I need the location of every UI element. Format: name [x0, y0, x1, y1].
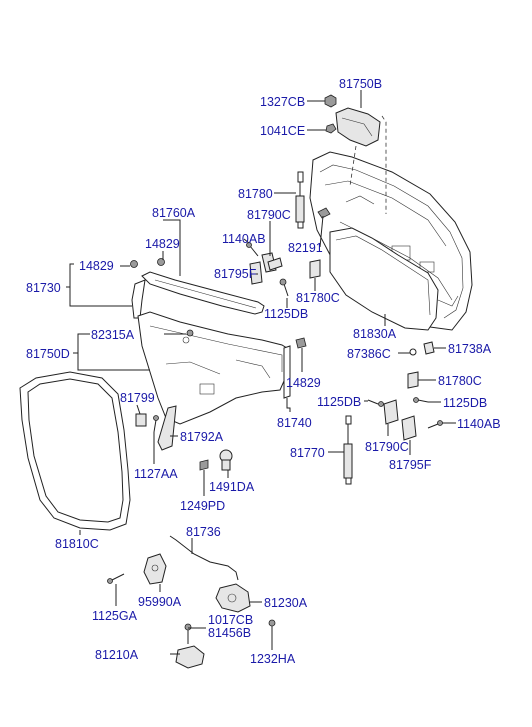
label-81780: 81780	[238, 187, 273, 201]
bracket-81780c-top	[309, 259, 321, 279]
label-81792a: 81792A	[180, 430, 224, 444]
label-95990a: 95990A	[138, 595, 182, 609]
label-81456b: 81456B	[208, 626, 251, 640]
latch-81230a	[215, 583, 251, 613]
label-14829-a: 14829	[145, 237, 180, 251]
label-81760a: 81760A	[152, 206, 196, 220]
pad-81799	[135, 413, 147, 427]
label-1125ga: 1125GA	[92, 609, 138, 623]
screw-1127aa	[153, 415, 159, 433]
label-82191: 82191	[288, 241, 323, 255]
label-1232ha: 1232HA	[250, 652, 296, 666]
bolt-1249pd	[199, 459, 209, 478]
outside-handle-81750b	[335, 107, 387, 214]
label-81780c-right: 81780C	[438, 374, 482, 388]
label-81750b: 81750B	[339, 77, 382, 91]
bolt-1232ha	[268, 619, 276, 640]
clip-87386c	[409, 348, 417, 356]
label-1127aa: 1127AA	[134, 467, 178, 481]
bolt-1125db-right	[413, 397, 429, 403]
pull-handle-81792a	[157, 405, 177, 451]
label-81790c-top: 81790C	[247, 208, 291, 222]
bolt-1125db-mid	[367, 399, 384, 407]
cap-1491da	[219, 449, 233, 471]
label-1017cb: 1017CB	[208, 613, 253, 627]
bracket-81795f-top	[249, 261, 263, 285]
bolt-1140ab-right	[427, 420, 443, 429]
label-1125db-top: 1125DB	[264, 307, 308, 321]
label-81810c: 81810C	[55, 537, 99, 551]
actuator-95990a	[143, 553, 167, 585]
leader-lines	[66, 90, 456, 655]
label-81736: 81736	[186, 525, 221, 539]
label-1140ab-top: 1140AB	[222, 232, 266, 246]
part-number-labels: 81750B 1327CB 1041CE 81780 81760A 81790C…	[26, 77, 501, 666]
label-81795f-right: 81795F	[389, 458, 432, 472]
label-81750d: 81750D	[26, 347, 70, 361]
label-1140ab-right: 1140AB	[457, 417, 501, 431]
clip-82191	[317, 207, 331, 219]
gas-strut-81780	[295, 171, 305, 229]
label-81230a: 81230A	[264, 596, 308, 610]
clip-14829-b	[130, 260, 138, 268]
label-81780c-top: 81780C	[296, 291, 340, 305]
gas-strut-81770	[343, 415, 353, 485]
clip-14829-a	[157, 258, 165, 266]
label-1327cb: 1327CB	[260, 95, 305, 109]
label-81740: 81740	[277, 416, 312, 430]
label-1125db-mid: 1125DB	[317, 395, 361, 409]
side-trim-81730	[131, 279, 146, 319]
label-1491da: 1491DA	[209, 480, 255, 494]
label-14829-c: 14829	[286, 376, 321, 390]
inner-trim-81750d	[137, 311, 291, 425]
clip-14829-c	[295, 337, 307, 349]
bolt-1140ab-top	[246, 242, 259, 257]
label-1249pd: 1249PD	[180, 499, 225, 513]
screw-1125ga	[107, 573, 125, 584]
nut-1327cb	[324, 94, 337, 108]
label-1041ce: 1041CE	[260, 124, 305, 138]
clip-82315a	[186, 329, 194, 337]
label-81770: 81770	[290, 446, 325, 460]
label-81795f-top: 81795F	[214, 267, 257, 281]
label-14829-b: 14829	[79, 259, 114, 273]
label-81830a: 81830A	[353, 327, 397, 341]
label-81790c-right: 81790C	[365, 440, 409, 454]
bolt-1125db-top	[279, 278, 289, 297]
bracket-81790c-top	[261, 252, 283, 273]
label-81738a: 81738A	[448, 342, 492, 356]
bracket-81790c-right	[383, 399, 399, 425]
label-87386c: 87386C	[347, 347, 391, 361]
label-81730: 81730	[26, 281, 61, 295]
label-1125db-right: 1125DB	[443, 396, 487, 410]
label-82315a: 82315A	[91, 328, 135, 342]
label-81799: 81799	[120, 391, 155, 405]
bolt-1017cb	[184, 623, 192, 644]
cable-81736	[169, 535, 239, 581]
weatherstrip-81810c	[19, 371, 131, 531]
bracket-81780c-right	[407, 371, 419, 389]
trim-panel-81830a	[329, 227, 439, 331]
bumper-81738a	[423, 341, 435, 355]
garnish-81760a	[141, 271, 265, 315]
screw-1041ce	[325, 123, 337, 134]
trim-81740	[283, 345, 291, 399]
striker-81210a	[175, 645, 205, 669]
label-81210a: 81210A	[95, 648, 139, 662]
bracket-81795f-right	[401, 415, 417, 441]
